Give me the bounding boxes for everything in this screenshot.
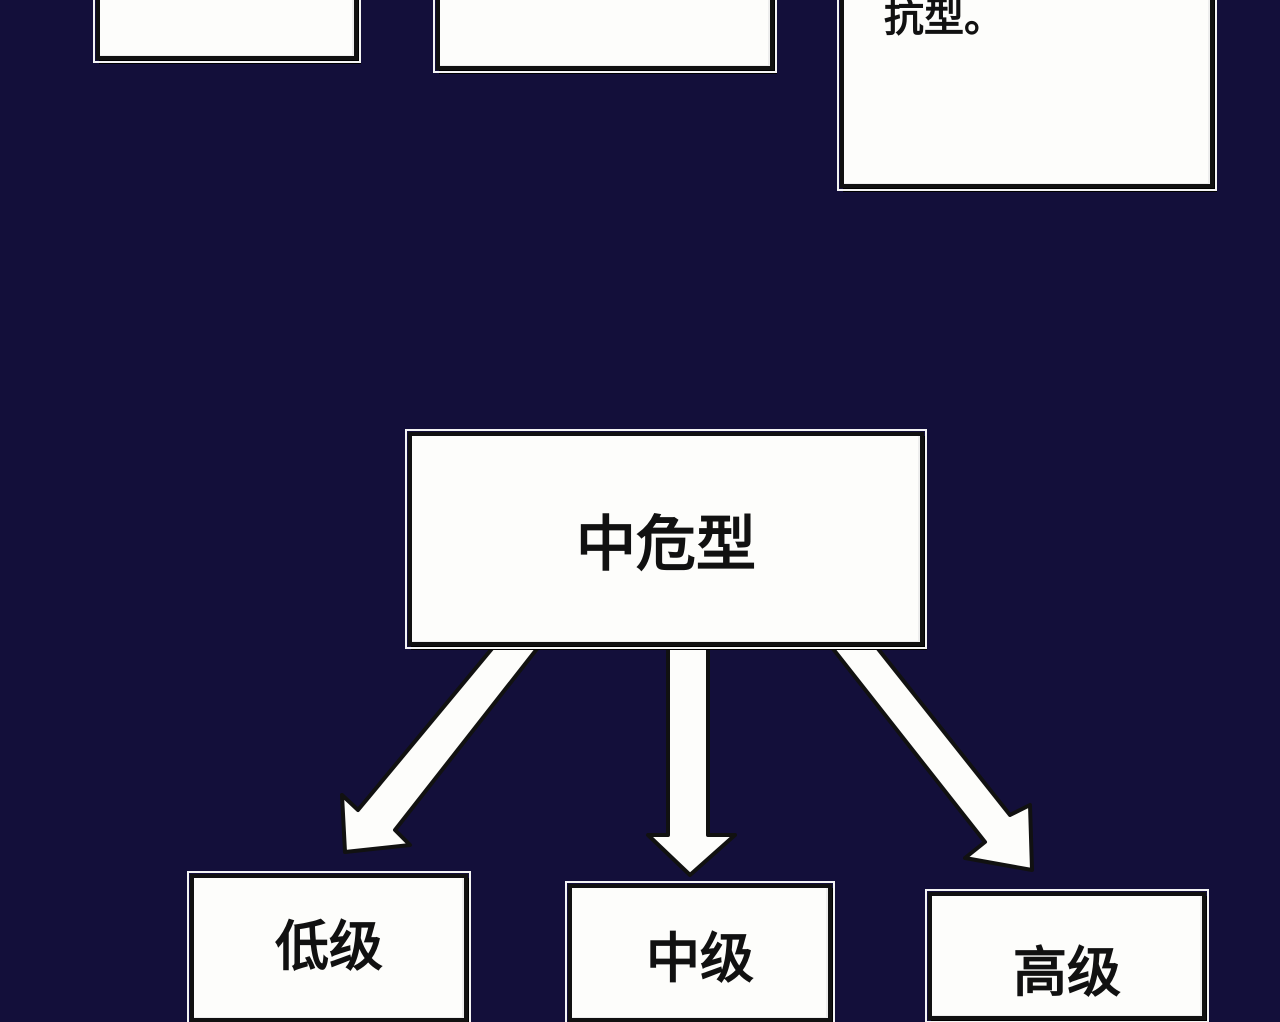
arrow-to-high: [828, 643, 1034, 872]
child-node-label: 低级: [275, 915, 383, 978]
arrows: [340, 643, 1034, 877]
child-node-low: 低级: [187, 871, 471, 1022]
top-panel-right: 抗型。: [837, 0, 1217, 191]
root-node: 中危型: [405, 429, 927, 649]
arrow-to-low: [340, 643, 542, 854]
top-panel-middle: [433, 0, 777, 73]
child-node-high: 高级: [925, 889, 1209, 1022]
root-node-label: 中危型: [576, 509, 756, 580]
child-node-label: 高级: [1013, 941, 1121, 1004]
top-panel-right-text: 抗型。: [884, 0, 1004, 41]
child-node-mid: 中级: [565, 881, 835, 1022]
top-panel-left: [93, 0, 361, 63]
child-node-label: 中级: [646, 927, 754, 990]
arrow-to-mid: [646, 643, 737, 877]
